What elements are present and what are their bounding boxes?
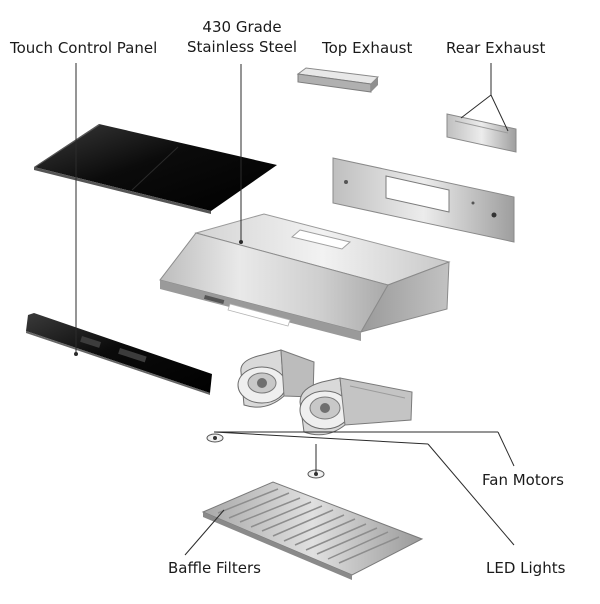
label-top-exhaust: Top Exhaust — [322, 39, 413, 57]
glass-panel — [34, 124, 277, 214]
fan-motors — [237, 349, 413, 436]
hood-body — [159, 213, 451, 341]
label-stainless-steel: 430 Grade Stainless Steel — [180, 17, 304, 57]
label-steel-line2: Stainless Steel — [186, 38, 298, 56]
label-led-lights: LED Lights — [486, 559, 566, 577]
label-fan-motors: Fan Motors — [482, 471, 564, 489]
top-exhaust-cover — [296, 67, 380, 93]
rear-plate — [332, 157, 515, 243]
leader-lines — [74, 63, 515, 556]
touch-control-strip — [26, 313, 212, 395]
baffle-filter — [201, 481, 424, 580]
label-steel-line1: 430 Grade — [202, 18, 282, 36]
led-lights — [206, 433, 325, 479]
rear-exhaust-cover — [446, 113, 517, 153]
label-rear-exhaust: Rear Exhaust — [446, 39, 546, 57]
label-touch-control-panel: Touch Control Panel — [10, 39, 158, 57]
label-baffle-filters: Baffle Filters — [168, 559, 261, 577]
